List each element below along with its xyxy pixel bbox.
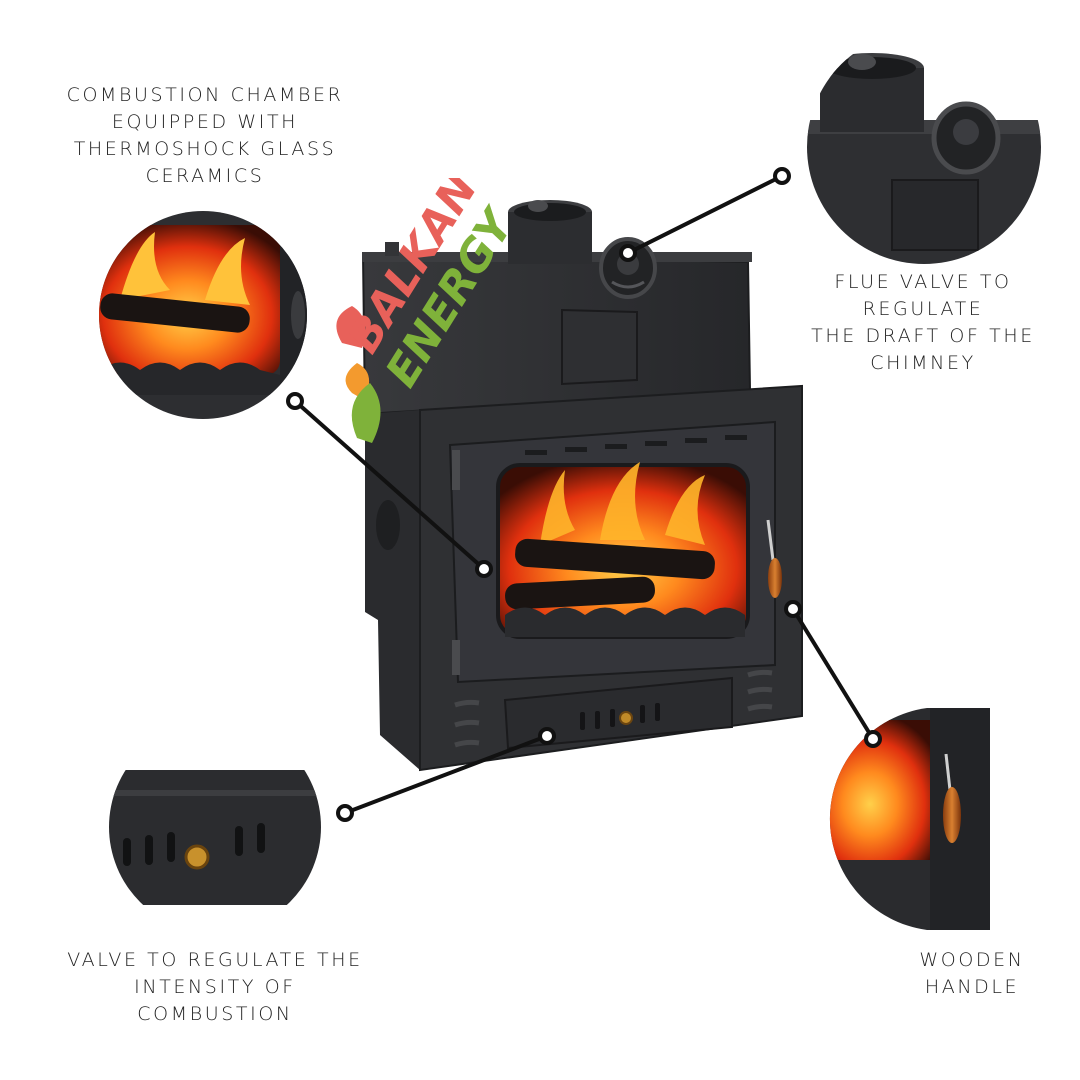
label-wooden-handle: WOODEN HANDLE <box>919 949 1025 998</box>
label-combustion-chamber: COMBUSTION CHAMBER EQUIPPED WITH THERMOS… <box>66 84 344 187</box>
fireplace-stove <box>361 200 803 772</box>
marker-intensity-valve-inner <box>538 727 556 745</box>
marker-combustion-chamber-outer <box>286 392 304 410</box>
detail-wooden-handle <box>829 708 990 930</box>
marker-intensity-valve-outer <box>336 804 354 822</box>
marker-wooden-handle-outer <box>864 730 882 748</box>
marker-combustion-chamber-inner <box>475 560 493 578</box>
marker-flue-valve-inner <box>619 244 637 262</box>
label-flue-valve: FLUE VALVE TO REGULATE THE DRAFT OF THE … <box>811 271 1035 374</box>
flue-valve <box>599 237 657 299</box>
inspection-plate <box>561 308 638 386</box>
side-air-port <box>376 500 400 550</box>
detail-combustion-chamber <box>99 211 307 419</box>
callout-line-combustion-chamber <box>293 399 486 571</box>
ash-drawer <box>503 676 733 750</box>
callout-line-wooden-handle <box>791 607 875 741</box>
marker-wooden-handle-inner <box>784 600 802 618</box>
detail-flue-valve <box>807 30 1041 264</box>
brand-logo: BALKAN ENERGY <box>336 178 526 443</box>
callout-markers <box>286 167 882 822</box>
detail-intensity-valve <box>109 721 321 933</box>
callout-lines <box>293 174 875 815</box>
label-intensity-valve: VALVE TO REGULATE THE INTENSITY OF COMBU… <box>67 949 363 1025</box>
callout-line-intensity-valve <box>344 734 548 815</box>
marker-flue-valve-outer <box>773 167 791 185</box>
intensity-valve-knob <box>619 711 633 725</box>
callout-line-flue-valve <box>627 174 783 255</box>
door-handle <box>766 519 782 598</box>
